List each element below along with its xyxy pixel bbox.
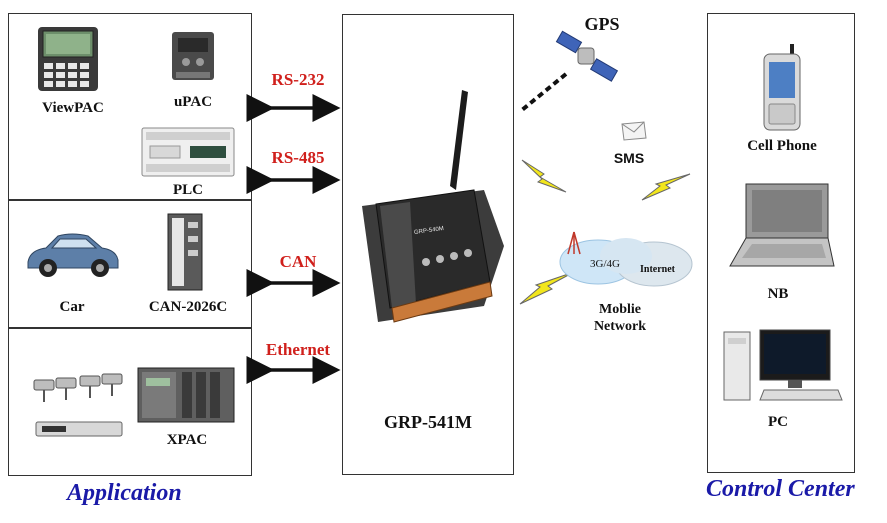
gps-signal-line xyxy=(520,72,568,112)
ethernet-label: Ethernet xyxy=(265,340,331,359)
plc-label: PLC xyxy=(173,182,203,198)
can-2026c-label: CAN-2026C xyxy=(148,299,228,315)
gateway-name: GRP-541M xyxy=(384,412,472,432)
car-label: Car xyxy=(59,299,85,315)
network-3g4g-label: 3G/4G xyxy=(590,258,620,270)
nb-label: NB xyxy=(767,286,789,302)
cell-phone-label: Cell Phone xyxy=(747,138,817,154)
notebook-icon xyxy=(729,183,835,267)
gateway-device-icon xyxy=(362,90,504,323)
rs232-label: RS-232 xyxy=(271,70,325,89)
upac-icon xyxy=(172,32,214,80)
plc-icon xyxy=(141,127,235,177)
lightning-bottom-icon xyxy=(519,271,575,305)
gps-label: GPS xyxy=(584,14,620,34)
lightning-right-icon xyxy=(641,173,691,201)
can-label: CAN xyxy=(279,252,317,271)
gps-satellite-icon xyxy=(555,30,619,82)
xpac-icon xyxy=(137,367,235,423)
upac-label: uPAC xyxy=(173,94,213,110)
can-2026c-icon xyxy=(167,213,203,291)
xpac-label: XPAC xyxy=(166,432,208,448)
lightning-left-icon xyxy=(521,159,567,193)
mobile-network-label-line1: Moblie xyxy=(599,302,641,317)
mobile-network-label-line2: Network xyxy=(593,319,647,334)
control-center-title: Control Center xyxy=(706,476,855,502)
viewpac-label: ViewPAC xyxy=(42,100,104,116)
application-title: Application xyxy=(67,480,182,506)
internet-label: Internet xyxy=(640,264,675,275)
pc-label: PC xyxy=(768,414,788,430)
mobile-network-cloud-icon xyxy=(559,231,693,287)
viewpac-icon xyxy=(38,27,98,91)
sms-label: SMS xyxy=(613,150,645,166)
cell-phone-icon xyxy=(763,44,801,131)
sms-envelope-icon xyxy=(621,121,647,141)
car-icon xyxy=(27,233,119,277)
rs485-label: RS-485 xyxy=(271,148,325,167)
camera-nvr-icon xyxy=(33,373,123,437)
pc-icon xyxy=(723,329,843,401)
